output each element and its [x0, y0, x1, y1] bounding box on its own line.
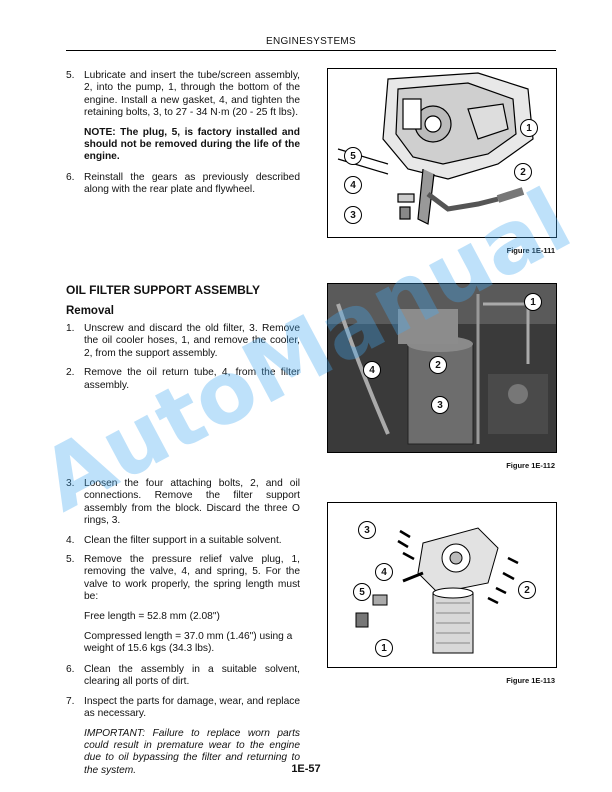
removal-step-1: 1. Unscrew and discard the old filter, 3… [66, 323, 300, 360]
section-title: OIL FILTER SUPPORT ASSEMBLY [66, 283, 261, 297]
step-text: Remove the pressure relief valve plug, 1… [84, 554, 300, 603]
callout-4: 4 [375, 563, 393, 581]
spec-free-length: Free length = 52.8 mm (2.08") [84, 610, 220, 622]
callout-4: 4 [344, 176, 362, 194]
step-text: Inspect the parts for damage, wear, and … [84, 695, 300, 720]
figure-caption-112: Figure 1E-112 [506, 461, 555, 470]
step-number: 7. [66, 695, 75, 707]
figure-caption-111: Figure 1E-111 [506, 246, 555, 255]
step-number: 5. [66, 554, 75, 566]
removal-step-3: 3. Loosen the four attaching bolts, 2, a… [66, 478, 300, 528]
figure-1e-111: 1 2 3 4 5 [327, 68, 557, 238]
step-number: 6. [66, 663, 75, 675]
step-number: 2. [66, 367, 75, 379]
step-6-pump: 6. Reinstall the gears as previously des… [66, 172, 300, 197]
removal-step-7: 7. Inspect the parts for damage, wear, a… [66, 696, 300, 721]
removal-steps-upper: 1. Unscrew and discard the old filter, 3… [66, 323, 300, 399]
note-plug: NOTE: The plug, 5, is factory installed … [84, 126, 300, 163]
subsection-title: Removal [66, 305, 114, 317]
callout-2: 2 [429, 356, 447, 374]
step-number: 6. [66, 171, 75, 183]
spec-compressed-length: Compressed length = 37.0 mm (1.46") usin… [84, 631, 293, 655]
step-5-pump: 5. Lubricate and insert the tube/screen … [66, 70, 300, 120]
removal-step-5: 5. Remove the pressure relief valve plug… [66, 554, 300, 604]
filter-support-exploded-view [355, 527, 519, 654]
page-header: ENGINESYSTEMS [265, 36, 357, 47]
callout-1: 1 [375, 639, 393, 657]
removal-step-2: 2. Remove the oil return tube, 4, from t… [66, 367, 300, 392]
callout-4: 4 [363, 361, 381, 379]
callout-1: 1 [524, 293, 542, 311]
step-number: 5. [66, 70, 75, 81]
oil-pump-illustration [337, 72, 534, 225]
step-text: Lubricate and insert the tube/screen ass… [84, 70, 300, 119]
removal-step-6: 6. Clean the assembly in a suitable solv… [66, 664, 300, 689]
header-rule [66, 50, 556, 51]
step-text: Remove the oil return tube, 4, from the … [84, 367, 300, 391]
step-number: 3. [66, 478, 75, 489]
callout-2: 2 [514, 163, 532, 181]
figure-caption-113: Figure 1E-113 [506, 676, 555, 685]
callout-5: 5 [344, 147, 362, 165]
callout-3: 3 [358, 521, 376, 539]
top-text-column: 5. Lubricate and insert the tube/screen … [66, 70, 300, 204]
step-text: Loosen the four attaching bolts, 2, and … [84, 478, 300, 527]
callout-3: 3 [344, 206, 362, 224]
callout-2: 2 [518, 581, 536, 599]
callout-3: 3 [431, 396, 449, 414]
step-text: Reinstall the gears as previously descri… [84, 171, 300, 196]
removal-step-4: 4. Clean the filter support in a suitabl… [66, 535, 300, 547]
step-text: Unscrew and discard the old filter, 3. R… [84, 323, 300, 359]
step-number: 4. [66, 534, 75, 546]
figure-1e-112: 1 2 3 4 [327, 283, 557, 453]
step-text: Clean the assembly in a suitable solvent… [84, 663, 300, 688]
removal-steps-lower: 3. Loosen the four attaching bolts, 2, a… [66, 478, 300, 777]
callout-5: 5 [353, 583, 371, 601]
page-number: 1E-57 [291, 763, 321, 775]
callout-1: 1 [520, 119, 538, 137]
step-text: Clean the filter support in a suitable s… [84, 534, 282, 546]
step-number: 1. [66, 323, 75, 334]
important-note: IMPORTANT: Failure to replace worn parts… [84, 727, 300, 776]
figure-1e-113: 3 4 5 2 1 [327, 502, 557, 668]
